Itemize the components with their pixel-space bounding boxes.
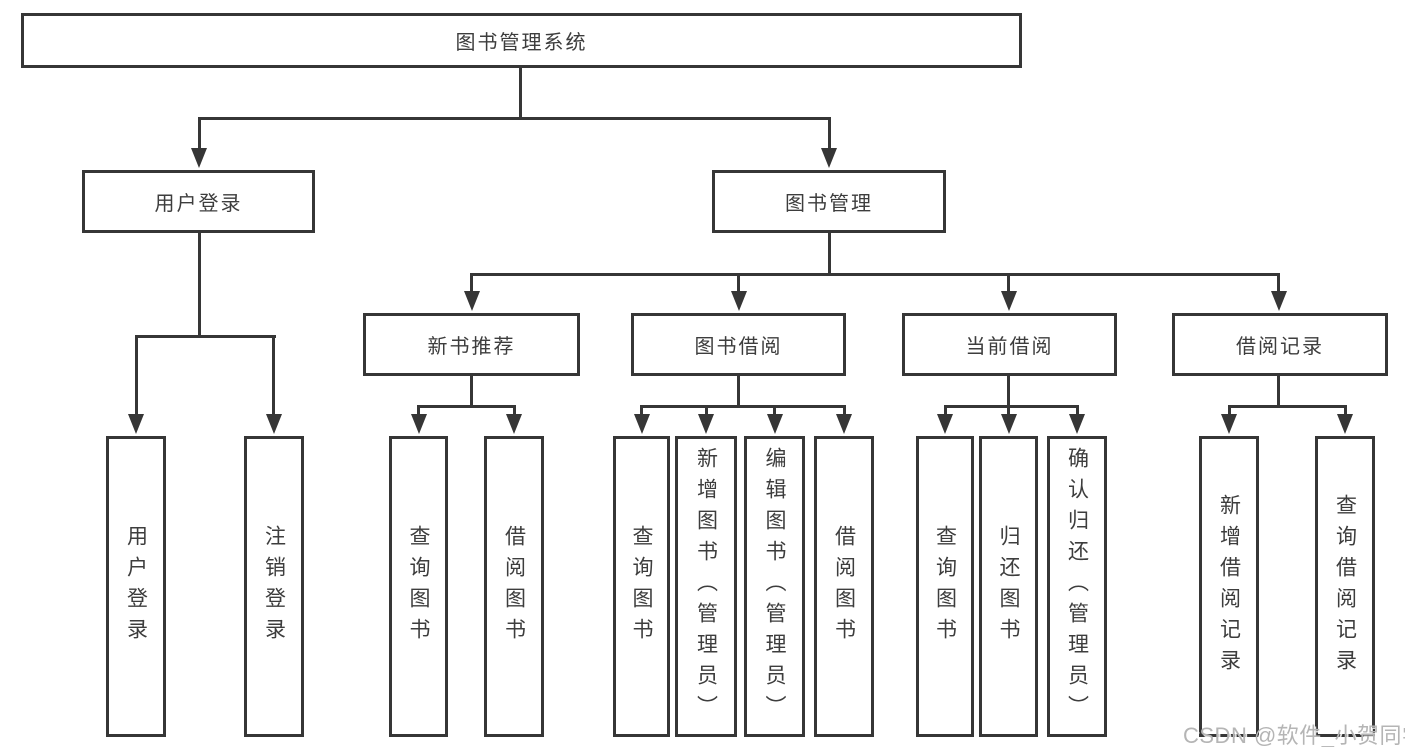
connector-line bbox=[827, 233, 831, 276]
arrowhead-down-icon bbox=[1069, 414, 1085, 434]
leaf-search-borrow-record: 查询借阅记录 bbox=[1315, 436, 1375, 737]
arrowhead-down-icon bbox=[128, 414, 144, 434]
node-current-borrowing: 当前借阅 bbox=[902, 313, 1117, 376]
arrowhead-down-icon bbox=[1270, 291, 1287, 311]
arrowhead-down-icon bbox=[410, 414, 427, 434]
node-label: 图书借阅 bbox=[694, 336, 783, 358]
node-label: 查询图书 bbox=[933, 524, 957, 649]
leaf-add-books-admin: 新增图书（管理员） bbox=[675, 436, 737, 737]
node-label: 借阅记录 bbox=[1236, 336, 1324, 358]
node-label: 图书管理 bbox=[785, 193, 873, 215]
connector-line bbox=[842, 405, 846, 416]
connector-line bbox=[197, 233, 201, 338]
leaf-confirm-return-admin: 确认归还（管理员） bbox=[1047, 436, 1107, 737]
connector-line bbox=[1277, 273, 1280, 293]
node-user-login: 用户登录 bbox=[82, 170, 315, 233]
arrowhead-down-icon bbox=[1000, 291, 1017, 311]
connector-line bbox=[512, 405, 516, 416]
node-label: 图书管理系统 bbox=[455, 32, 588, 54]
node-book-management: 图书管理 bbox=[712, 170, 946, 233]
connector-line bbox=[134, 335, 276, 338]
arrowhead-down-icon bbox=[821, 148, 837, 168]
connector-line bbox=[134, 335, 138, 416]
node-label: 用户登录 bbox=[154, 193, 243, 215]
node-label: 新增借阅记录 bbox=[1217, 493, 1241, 680]
arrowhead-down-icon bbox=[265, 414, 282, 434]
connector-line bbox=[1075, 405, 1079, 416]
arrowhead-down-icon bbox=[836, 414, 852, 434]
node-label: 借阅图书 bbox=[832, 524, 856, 649]
arrowhead-down-icon bbox=[1337, 414, 1353, 434]
node-label: 借阅图书 bbox=[502, 524, 526, 649]
arrowhead-down-icon bbox=[730, 291, 747, 311]
connector-line bbox=[704, 405, 708, 416]
node-label: 查询借阅记录 bbox=[1333, 493, 1357, 680]
leaf-borrow-books: 借阅图书 bbox=[814, 436, 874, 737]
node-book-borrowing: 图书借阅 bbox=[631, 313, 846, 376]
arrowhead-down-icon bbox=[191, 148, 207, 168]
leaf-search-books: 查询图书 bbox=[613, 436, 670, 737]
node-label: 新增图书（管理员） bbox=[694, 447, 718, 726]
arrowhead-down-icon bbox=[506, 414, 522, 434]
connector-line bbox=[1227, 405, 1231, 416]
connector-line bbox=[470, 273, 473, 293]
connector-line bbox=[1227, 405, 1347, 408]
leaf-edit-books-admin: 编辑图书（管理员） bbox=[744, 436, 805, 737]
arrowhead-down-icon bbox=[698, 414, 714, 434]
leaf-return-books: 归还图书 bbox=[979, 436, 1038, 737]
connector-line bbox=[640, 405, 846, 408]
connector-line bbox=[470, 273, 1280, 276]
node-label: 查询图书 bbox=[407, 524, 430, 649]
connector-line bbox=[272, 335, 275, 416]
node-library-management-system: 图书管理系统 bbox=[21, 13, 1022, 68]
connector-line bbox=[1007, 405, 1010, 416]
connector-line bbox=[470, 376, 473, 408]
arrowhead-down-icon bbox=[1221, 414, 1237, 434]
node-label: 当前借阅 bbox=[965, 336, 1054, 358]
connector-line bbox=[737, 273, 740, 293]
connector-line bbox=[417, 405, 516, 408]
arrowhead-down-icon bbox=[937, 414, 953, 434]
leaf-search-books: 查询图书 bbox=[916, 436, 974, 737]
connector-line bbox=[197, 117, 831, 120]
connector-line bbox=[417, 405, 420, 416]
leaf-user-login: 用户登录 bbox=[106, 436, 166, 737]
arrowhead-down-icon bbox=[463, 291, 480, 311]
connector-line bbox=[943, 405, 1079, 408]
node-label: 新书推荐 bbox=[427, 336, 516, 358]
leaf-search-books: 查询图书 bbox=[389, 436, 448, 737]
connector-line bbox=[773, 405, 776, 416]
leaf-borrow-books: 借阅图书 bbox=[484, 436, 544, 737]
connector-line bbox=[197, 117, 201, 150]
node-label: 编辑图书（管理员） bbox=[763, 447, 786, 726]
connector-line bbox=[1277, 376, 1280, 408]
watermark: CSDN @软件_小贺同学 bbox=[1183, 723, 1405, 747]
leaf-logout: 注销登录 bbox=[244, 436, 304, 737]
connector-line bbox=[827, 117, 831, 150]
connector-line bbox=[518, 68, 522, 120]
connector-line bbox=[943, 405, 947, 416]
arrowhead-down-icon bbox=[1000, 414, 1017, 434]
node-label: 确认归还（管理员） bbox=[1065, 447, 1089, 726]
connector-line bbox=[1343, 405, 1347, 416]
node-label: 归还图书 bbox=[997, 524, 1020, 649]
connector-line bbox=[1007, 376, 1010, 408]
node-label: 用户登录 bbox=[124, 524, 148, 649]
node-label: 查询图书 bbox=[630, 524, 653, 649]
leaf-add-borrow-record: 新增借阅记录 bbox=[1199, 436, 1259, 737]
node-borrowing-records: 借阅记录 bbox=[1172, 313, 1388, 376]
node-label: 注销登录 bbox=[262, 524, 286, 649]
connector-line bbox=[640, 405, 643, 416]
connector-line bbox=[737, 376, 740, 408]
arrowhead-down-icon bbox=[633, 414, 650, 434]
node-new-book-recommendation: 新书推荐 bbox=[363, 313, 580, 376]
arrowhead-down-icon bbox=[766, 414, 783, 434]
connector-line bbox=[1007, 273, 1010, 293]
